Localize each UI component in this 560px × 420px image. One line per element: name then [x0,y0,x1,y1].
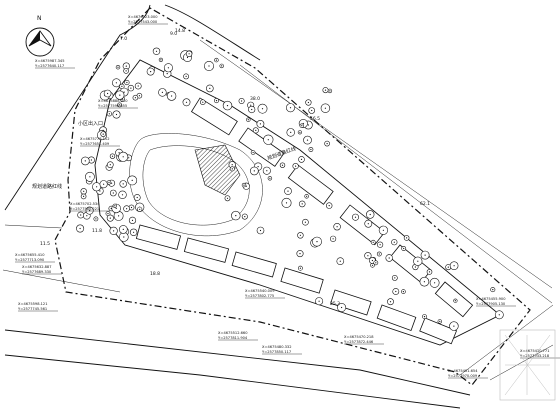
site-boundary [54,7,531,386]
tree-symbols [76,47,504,331]
coordinate-label: Y=2577580.221 [70,207,99,211]
coordinate-label: X=4675455.900 [476,297,506,301]
coordinate-label: X=4675430.771 [520,349,549,353]
coordinate-label: Y=2577596.655 [98,104,127,108]
coordinate-label: X=4675655.410 [15,253,45,257]
coordinate-label: X=4675778.112 [80,137,109,141]
coordinate-label: X=4676123.000 [128,15,158,19]
coordinate-label: Y=2577543.000 [128,20,158,24]
coordinate-label: X=4675480.332 [262,345,291,349]
water-feature [194,144,241,196]
dimension-label: 56.5 [310,116,320,122]
road-label-left: 规划道路红线 [32,183,62,190]
coordinate-label: X=4675702.534 [70,202,100,206]
dimension-label: 7.0 [120,36,127,42]
north-arrow-icon: N [25,15,55,57]
coordinate-label: X=4675470.218 [344,335,374,339]
dimension-label: 25.3 [330,301,340,307]
dimension-label: 18.8 [150,271,160,277]
buildings-north [190,97,474,318]
coordinate-labels: X=4676123.000Y=2577543.000X=4675987.345Y… [15,15,560,379]
coordinate-label: Y=2577745.561 [18,307,47,311]
coordinate-label: X=4675888.210 [98,99,128,103]
dimension-label: 11.8 [92,228,102,234]
dimension-label: 9.0 [170,31,177,37]
dimension-label: 11.5 [40,241,50,247]
north-label: N [37,15,42,22]
coordinate-label: Y=2577802.775 [245,294,274,298]
coordinate-label: Y=2577933.218 [520,354,550,358]
parcel-outline [94,59,501,346]
coordinate-label: Y=2577640.117 [35,64,64,68]
coordinate-label: X=4675540.009 [245,289,275,293]
coordinate-label: X=4675512.660 [218,331,248,335]
entrance-label: 小区出入口 [78,120,103,127]
buildings-south [135,224,458,345]
coordinate-label: X=4675632.887 [22,265,51,269]
coordinate-label: X=4675401.654 [448,369,478,373]
dimension-label: 38.0 [250,96,260,102]
dimension-labels: 38.0 14.8 7.0 56.5 62.1 11.8 18.8 25.3 9.0 11.5 [40,28,430,307]
coordinate-label: Y=2577850.117 [262,350,291,354]
coordinate-label: Y=2577905.130 [476,302,506,306]
coordinate-label: Y=2577970.009 [448,374,478,378]
coordinate-label: Y=2577689.330 [22,270,52,274]
coordinate-label: Y=2577811.904 [218,336,248,340]
coordinate-label: Y=2577872.446 [344,340,374,344]
coordinate-label: X=4675987.345 [35,59,64,63]
stamp-mark [499,329,556,401]
coordinate-label: Y=2577713.090 [15,258,45,262]
dimension-label: 14.8 [175,28,185,34]
dimension-label: 62.1 [420,201,430,207]
road-lines [2,4,554,409]
coordinate-label: X=4675598.121 [18,302,47,306]
coordinate-label: Y=2577651.409 [80,142,110,146]
courtyard-path [129,133,263,237]
